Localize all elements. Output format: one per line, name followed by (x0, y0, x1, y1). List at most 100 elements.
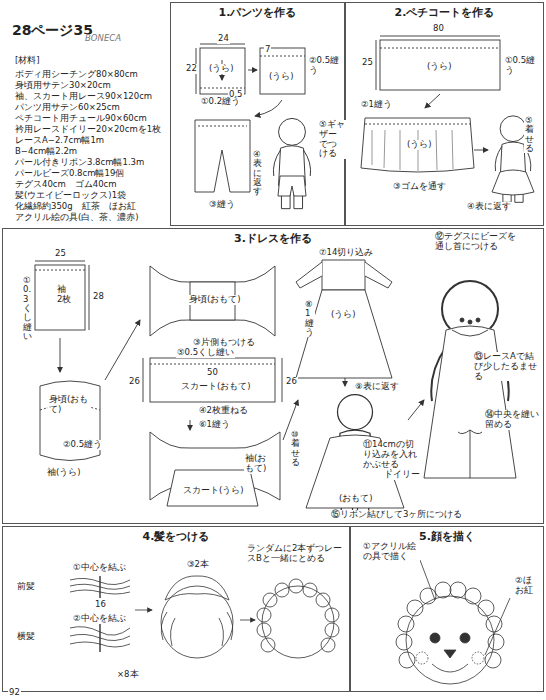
petticoat-steps-shape (365, 124, 470, 125)
pants-steps-shape (273, 118, 310, 208)
dress-steps-shape (468, 320, 472, 324)
face-step-shape (486, 616, 502, 632)
annotation-label: (うら) (330, 310, 357, 320)
annotation-label: ②0.5縫う (62, 440, 103, 450)
annotation-label: ⑤ギャザーでつける (318, 120, 346, 159)
pants-steps-shape (260, 48, 305, 94)
step-panel: 3.ドレスを作る (2, 228, 544, 524)
face-step (396, 560, 510, 684)
face-step-shape (450, 582, 466, 598)
dress-steps-shape (282, 358, 283, 402)
annotation-label: 25 (361, 58, 374, 68)
section-heading: 5.顔を描く (416, 529, 478, 544)
annotation-label: ①0.3くし縫い (22, 276, 33, 341)
dress-steps (35, 260, 516, 512)
annotation-label: 50 (206, 368, 219, 378)
dress-steps-shape (105, 320, 140, 380)
face-step-shape (430, 633, 440, 643)
pants-steps-shape (255, 100, 282, 116)
material-item: ペチコート用チュール90×60cm (14, 114, 148, 124)
annotation-label: 80 (432, 24, 445, 34)
annotation-label: ①中心を結ぶ (72, 563, 127, 573)
dress-steps-shape (190, 420, 191, 430)
dress-steps-shape (35, 270, 85, 271)
annotation-label: ④2枚重ねる (198, 406, 249, 416)
pants-steps (195, 44, 311, 209)
dress-steps-shape (89, 265, 90, 330)
face-step-shape (396, 634, 412, 650)
hair-steps-shape (165, 576, 229, 600)
annotation-label: 身頃(おもて) (188, 295, 242, 305)
section-heading: 2.ペチコートを作る (392, 5, 498, 20)
material-item: アクリル絵の具(白、茶、濃赤) (14, 213, 140, 223)
petticoat-steps-shape (372, 130, 453, 171)
material-item: 身頃用サテン30×20cm (14, 81, 112, 91)
hair-steps-shape (321, 638, 335, 652)
annotation-label: 袖 2枚 (56, 285, 74, 305)
annotation-label: 24 (217, 34, 230, 44)
dress-steps-shape (296, 290, 392, 378)
dress-steps-shape (143, 358, 144, 402)
face-step-shape (465, 588, 481, 604)
pants-steps-shape (200, 48, 245, 94)
annotation-label: 92 (8, 688, 21, 698)
pants-steps-shape (248, 70, 257, 71)
annotation-label: 袖(おもて) (244, 454, 272, 474)
annotation-label: ⑤着せる (524, 116, 535, 153)
annotation-label: ③片側もつける (192, 338, 256, 348)
face-step-shape (485, 598, 510, 655)
hair-steps-shape (325, 623, 339, 637)
annotation-label: (うら) (426, 62, 453, 72)
hair-steps-shape (99, 624, 100, 652)
material-item: 髪(ウエイビーロックス)1袋 (14, 191, 127, 201)
pants-steps-shape (198, 126, 247, 127)
dress-steps-shape (476, 318, 480, 322)
material-item: レースA−2.7cm幅1m (14, 136, 105, 146)
pants-steps-shape (195, 120, 250, 192)
face-step-shape (460, 633, 470, 643)
annotation-label: ④表に返す (252, 150, 263, 197)
hair-steps-shape (316, 593, 330, 607)
annotation-label: ③縫う (208, 200, 236, 210)
face-step-shape (485, 652, 501, 668)
hair-steps-shape (99, 576, 100, 598)
annotation-label: 26 (128, 377, 141, 387)
petticoat-steps-shape (376, 40, 377, 90)
face-step-shape (407, 600, 423, 616)
annotation-label: スカート(うら) (182, 486, 245, 496)
annotation-label: ①0.2縫う (200, 97, 241, 107)
annotation-label: ドイリー (383, 470, 421, 480)
hair-steps-shape (289, 579, 303, 593)
annotation-label: ⑨表に返す (354, 382, 400, 392)
dress-steps-shape (60, 338, 61, 372)
petticoat-steps-shape (380, 40, 500, 90)
annotation-label: 前髪 (16, 582, 36, 592)
pants-steps-shape (278, 176, 306, 196)
annotation-label: BONECA (84, 34, 122, 44)
annotation-label: ⑩着せる (290, 430, 301, 467)
material-item: パンツ用サテン60×25cm (14, 103, 121, 113)
dress-steps-shape (35, 261, 85, 262)
hair-steps-shape (135, 610, 152, 611)
annotation-label: 横髪 (16, 632, 36, 642)
annotation-label: 7 (264, 45, 271, 55)
annotation-label: ×8本 (116, 670, 140, 680)
section-heading: 3.ドレスを作る (231, 231, 315, 246)
annotation-label: ⑦14切り込み (318, 248, 374, 258)
material-item: [材料] (14, 56, 41, 66)
annotation-label: スカート(おもて) (180, 382, 252, 392)
annotation-label: 袖(うら) (46, 468, 82, 478)
dress-steps-shape (345, 378, 346, 386)
hair-steps-shape (261, 638, 275, 652)
annotation-label: ランダムに2本ずつレースBと一緒にとめる (246, 544, 344, 564)
annotation-label: ⑫テグスにビーズを通し首につける (434, 232, 518, 252)
annotation-label: ⑤0.5くし縫い (176, 348, 235, 358)
face-step-shape (478, 600, 494, 616)
step-panel: 2.ペチコートを作る (345, 2, 544, 226)
annotation-label: ③2本 (186, 560, 210, 570)
pants-steps-shape (200, 88, 245, 89)
dress-steps-shape (35, 265, 85, 330)
annotation-label: ④表に返す (466, 202, 512, 212)
dress-steps-shape (150, 266, 275, 336)
dress-steps-shape (458, 430, 482, 478)
